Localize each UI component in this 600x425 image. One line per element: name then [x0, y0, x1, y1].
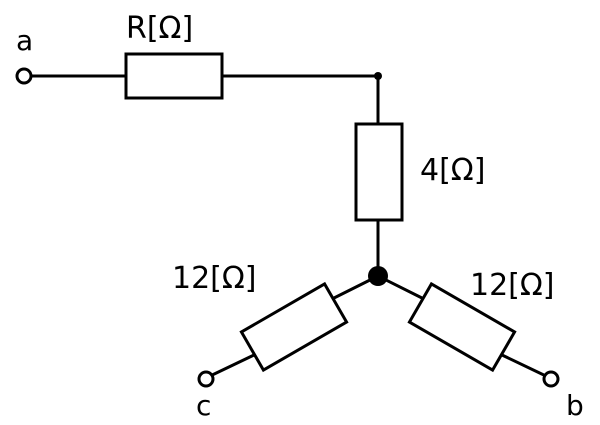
terminal-c [197, 370, 215, 388]
terminal-label-a: a [16, 24, 33, 57]
resistor-label-lower-left: 12[Ω] [172, 261, 257, 296]
resistor-top [124, 52, 224, 100]
resistor-label-vertical: 4[Ω] [420, 153, 485, 188]
resistor-lower-right [407, 281, 517, 373]
wire-lower-right-resistor-to-b [500, 353, 550, 379]
resistor-lower-left [239, 281, 349, 373]
terminal-label-c: c [196, 389, 211, 422]
wire-lower-left-resistor-to-c [206, 353, 256, 379]
junction-node-top-right [374, 72, 382, 80]
resistor-label-lower-right: 12[Ω] [470, 268, 555, 303]
terminal-label-b: b [566, 389, 584, 422]
terminal-a [15, 67, 33, 85]
junction-node-center [368, 266, 388, 286]
resistor-label-top: R[Ω] [126, 11, 193, 46]
terminal-b [542, 370, 560, 388]
resistor-vertical [354, 122, 404, 222]
